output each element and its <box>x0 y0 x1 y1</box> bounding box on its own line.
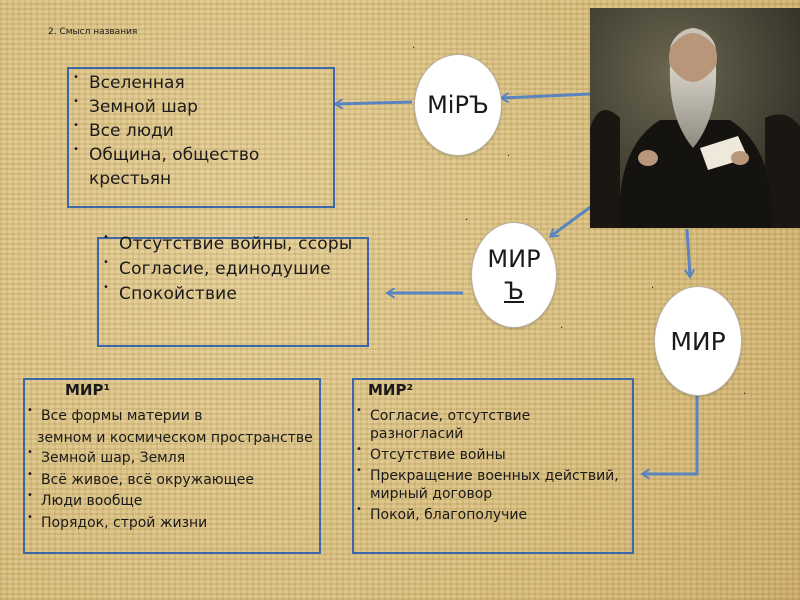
box-mir2 <box>352 378 634 554</box>
slide-title: 2. Смысл названия <box>48 27 138 37</box>
decor-dot: . <box>465 212 469 223</box>
list-item: Вселенная <box>73 66 333 95</box>
list-item: Отсутствие войны <box>352 441 622 464</box>
ellipse-mir-yer: МИР Ъ <box>471 222 557 328</box>
mir2-content: МИР² Согласие, отсутствие разногласий От… <box>352 381 622 524</box>
list-item: Согласие, единодушие <box>103 252 353 280</box>
list-item: Спокойствие <box>103 277 353 305</box>
ellipse-mir: МИР <box>654 286 742 396</box>
ellipse-mir-yer-bottom: Ъ <box>504 277 524 305</box>
list-item: Порядок, строй жизни <box>23 509 323 532</box>
list-item: Земной шар, Земля <box>23 444 323 467</box>
arrow-mir-old-to-box <box>336 102 413 104</box>
mir1-heading: МИР¹ <box>65 381 111 399</box>
list-item: Покой, благополучие <box>352 501 622 524</box>
list-item: Отсутствие войны, ссоры <box>103 227 353 255</box>
arrow-portrait-to-mir-old <box>502 92 591 98</box>
list-item: Всё живое, всё окружающее <box>23 466 323 489</box>
list-item-continuation: земном и космическом пространстве <box>37 430 313 446</box>
box-mir-yer-meanings: Отсутствие войны, ссоры Согласие, единод… <box>97 227 369 347</box>
list-item: Люди вообще <box>23 487 323 510</box>
box-mir-old-meanings: Вселенная Земной шар Все люди Община, об… <box>67 66 335 208</box>
mir1-content: МИР¹ Все формы материи в земном и космич… <box>23 381 323 532</box>
list-item: Община, общество крестьян <box>73 138 333 191</box>
arrow-portrait-to-mir <box>687 228 690 276</box>
decor-dot: . <box>412 40 416 51</box>
decor-dot: . <box>560 320 564 331</box>
mir2-heading: МИР² <box>368 381 414 399</box>
list-item: Прекращение военных действий, мирный дог… <box>352 462 622 503</box>
decor-dot: . <box>743 386 747 397</box>
ellipse-mir-yer-top: МИР <box>487 245 541 273</box>
ellipse-mir-label: МИР <box>670 326 726 356</box>
ellipse-mir-old: МiРЪ <box>414 54 502 156</box>
decor-dot: . <box>651 280 655 291</box>
list-item: Земной шар <box>73 90 333 119</box>
portrait-image <box>590 8 800 228</box>
ellipse-mir-old-label: МiРЪ <box>427 91 489 119</box>
list-item: Все формы материи в <box>23 402 323 425</box>
decor-dot: . <box>507 148 511 159</box>
portrait-of-man-with-beard-icon <box>590 8 800 228</box>
list-item: Согласие, отсутствие разногласий <box>352 402 622 443</box>
list-item: Все люди <box>73 114 333 143</box>
arrow-mir-to-mir2 <box>643 396 699 474</box>
